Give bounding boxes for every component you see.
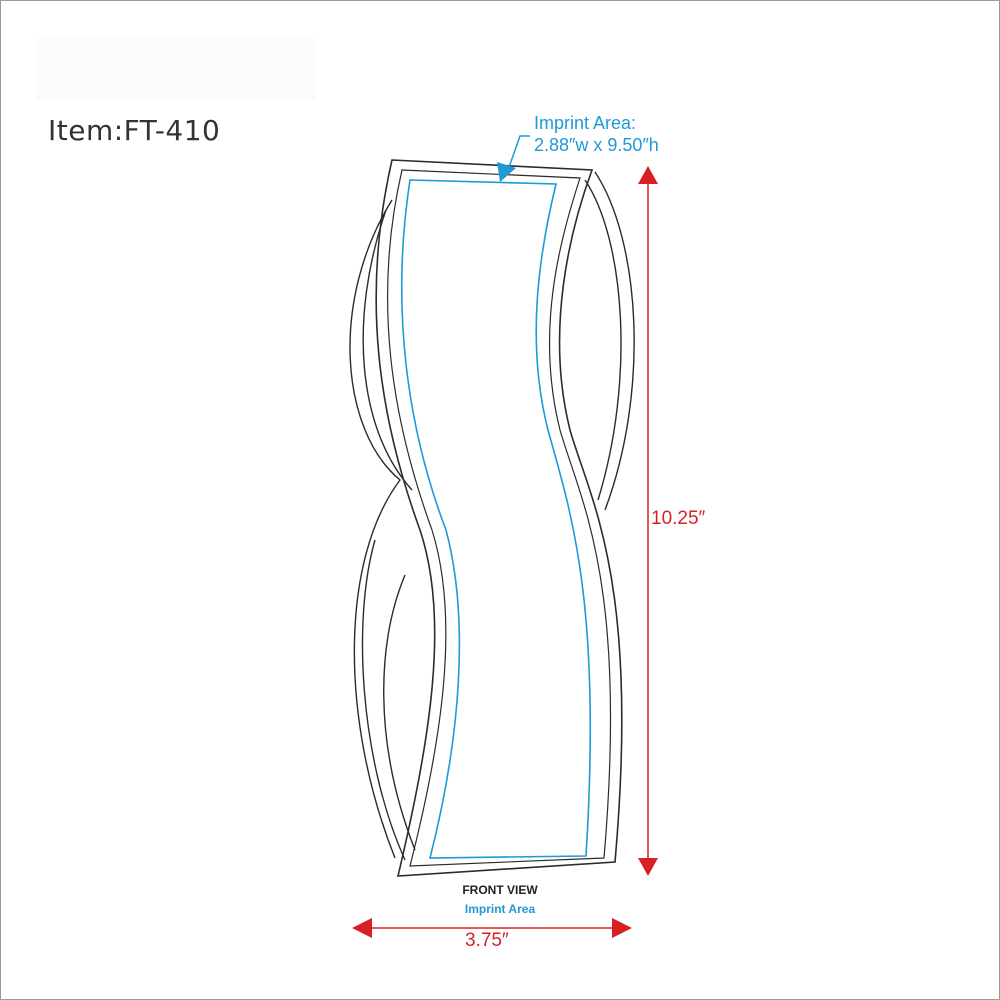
height-dimension-line (638, 166, 658, 876)
imprint-area-outline (400, 179, 592, 859)
width-dimension-line (352, 918, 632, 938)
width-dimension-label: 3.75″ (465, 930, 509, 951)
vase-front-bevel (386, 169, 612, 867)
item-title: Item:FT-410 (48, 114, 221, 147)
imprint-callout-title: Imprint Area: (534, 113, 637, 133)
imprint-callout-size: 2.88″w x 9.50″h (534, 135, 659, 155)
vase-front-outline (375, 159, 623, 877)
height-dimension-label: 10.25″ (651, 508, 706, 529)
vase-back-ribbon (349, 199, 416, 861)
front-view-label: FRONT VIEW (462, 883, 538, 897)
imprint-callout: Imprint Area: 2.88″w x 9.50″h (534, 112, 659, 156)
logo-area (36, 38, 316, 100)
imprint-area-label: Imprint Area (464, 902, 536, 916)
vase-right-ribbon (584, 171, 635, 511)
imprint-leader (497, 135, 530, 182)
